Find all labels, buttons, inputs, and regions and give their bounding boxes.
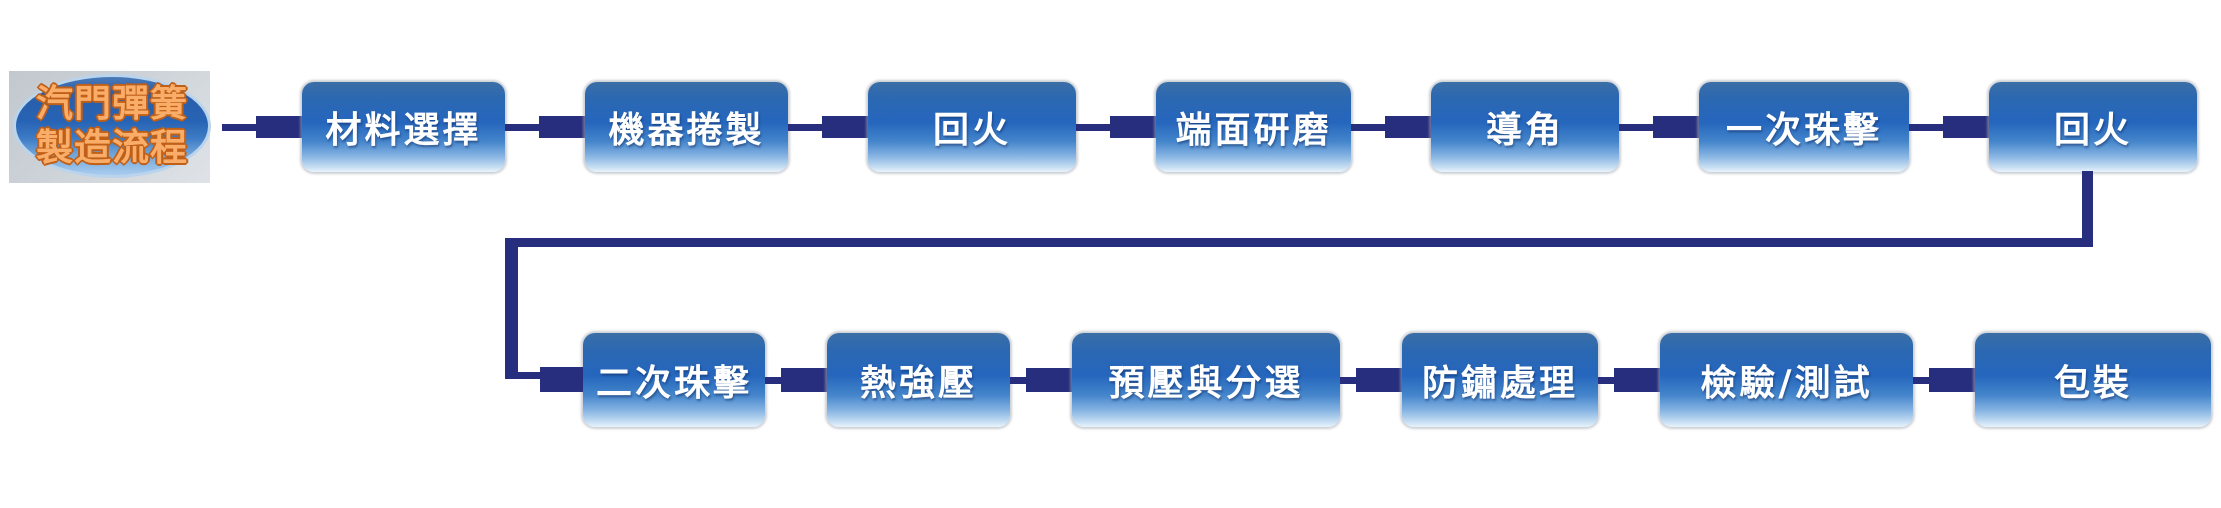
process-step-box: 預壓與分選 [1072, 333, 1340, 427]
process-step-label: 導角 [1485, 110, 1564, 151]
process-step-box: 機器捲製 [585, 82, 788, 172]
elbow-connector-vertical-from-row1 [2082, 171, 2093, 247]
process-row-2: 二次珠擊 熱強壓 預壓與分選 [583, 333, 2211, 427]
flow-connector [765, 368, 827, 392]
process-row-1: 材料選擇 機器捲製 回火 [222, 82, 2197, 172]
connector-line [505, 123, 539, 131]
flow-connector [1340, 368, 1402, 392]
process-step: 一次珠擊 [1619, 82, 1909, 172]
connector-line [1909, 123, 1943, 131]
process-step: 預壓與分選 [1010, 333, 1340, 427]
flow-connector [1010, 368, 1072, 392]
process-step: 導角 [1351, 82, 1619, 172]
process-step-box: 材料選擇 [302, 82, 505, 172]
connector-arrow-block [822, 116, 868, 138]
elbow-connector-horizontal [505, 238, 2093, 247]
process-step-box: 端面研磨 [1156, 82, 1351, 172]
process-step-label: 包裝 [2053, 363, 2132, 404]
elbow-connector-arrow-block [540, 367, 583, 392]
process-step-label: 檢驗/測試 [1700, 363, 1873, 404]
process-step-box: 二次珠擊 [583, 333, 765, 427]
process-step: 機器捲製 [505, 82, 788, 172]
process-step-box: 熱強壓 [827, 333, 1010, 427]
process-step: 熱強壓 [765, 333, 1010, 427]
flow-connector [505, 116, 585, 138]
connector-arrow-block [1026, 368, 1072, 392]
process-step: 回火 [788, 82, 1076, 172]
process-step-label: 材料選擇 [325, 110, 482, 151]
connector-arrow-block [1614, 368, 1660, 392]
connector-arrow-block [1356, 368, 1402, 392]
process-step: 二次珠擊 [583, 333, 765, 427]
process-step-label: 預壓與分選 [1108, 363, 1304, 404]
connector-line [1076, 123, 1110, 131]
connector-line [765, 376, 781, 384]
flow-connector [1619, 116, 1699, 138]
flow-connector [1351, 116, 1431, 138]
connector-arrow-block [1929, 368, 1975, 392]
connector-line [788, 123, 822, 131]
flow-connector [788, 116, 868, 138]
connector-arrow-block [1653, 116, 1699, 138]
process-step-box: 回火 [868, 82, 1076, 172]
process-step-box: 回火 [1989, 82, 2197, 172]
flow-connector [1909, 116, 1989, 138]
connector-arrow-block [256, 116, 302, 138]
process-step: 檢驗/測試 [1598, 333, 1913, 427]
process-step-label: 一次珠擊 [1725, 110, 1882, 151]
connector-arrow-block [1385, 116, 1431, 138]
process-step-box: 導角 [1431, 82, 1619, 172]
process-step-label: 回火 [932, 110, 1011, 151]
process-step-label: 回火 [2053, 110, 2132, 151]
connector-line [1598, 376, 1614, 384]
process-step-label: 防鏽處理 [1421, 363, 1578, 404]
start-node-title-line1: 汽門彈簧 [36, 82, 188, 126]
process-step-box: 檢驗/測試 [1660, 333, 1913, 427]
connector-line [1351, 123, 1385, 131]
process-step: 回火 [1909, 82, 2197, 172]
flow-connector [1913, 368, 1975, 392]
connector-line [1619, 123, 1653, 131]
flow-connector [1598, 368, 1660, 392]
connector-arrow-block [781, 368, 827, 392]
process-step: 材料選擇 [222, 82, 505, 172]
process-step-label: 熱強壓 [859, 363, 977, 404]
flow-connector [222, 116, 302, 138]
process-step-label: 端面研磨 [1175, 110, 1332, 151]
process-step: 包裝 [1913, 333, 2211, 427]
connector-arrow-block [1943, 116, 1989, 138]
elbow-connector-vertical-to-row2 [505, 238, 518, 379]
connector-arrow-block [1110, 116, 1156, 138]
start-node-oval: 汽門彈簧 製造流程 [13, 74, 211, 178]
connector-line [1913, 376, 1929, 384]
process-step-label: 機器捲製 [608, 110, 765, 151]
process-step: 防鏽處理 [1340, 333, 1598, 427]
elbow-connector-stub [516, 372, 542, 379]
connector-line [1010, 376, 1026, 384]
flow-connector [1076, 116, 1156, 138]
process-step-label: 二次珠擊 [595, 363, 752, 404]
connector-line [222, 123, 256, 131]
connector-arrow-block [539, 116, 585, 138]
process-step-box: 一次珠擊 [1699, 82, 1909, 172]
process-step-box: 防鏽處理 [1402, 333, 1598, 427]
process-step-box: 包裝 [1975, 333, 2211, 427]
start-node-title-line2: 製造流程 [36, 126, 188, 169]
process-step: 端面研磨 [1076, 82, 1351, 172]
connector-line [1340, 376, 1356, 384]
